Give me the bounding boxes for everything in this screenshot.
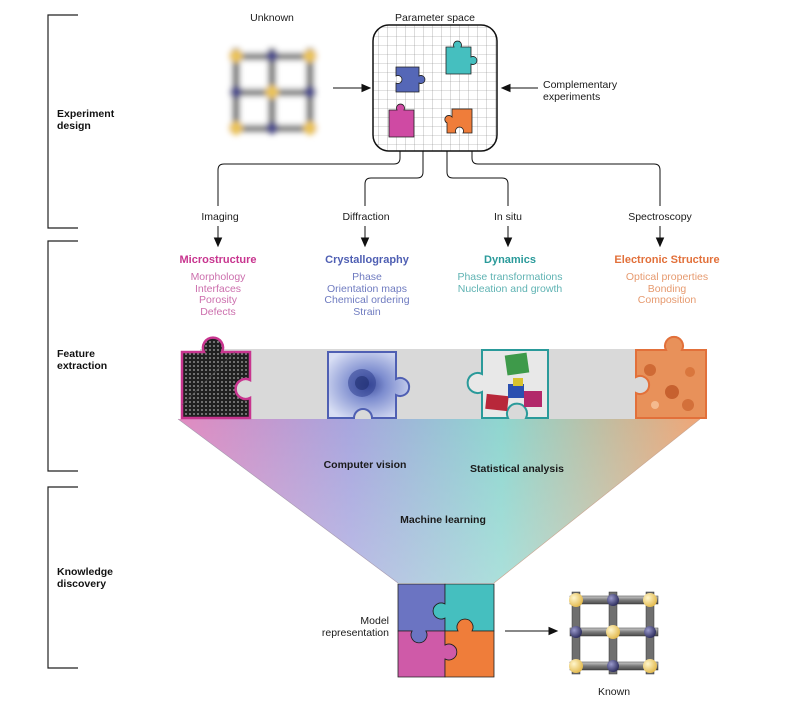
list-item: Defects <box>200 305 236 318</box>
category-microstructure-items: Morphology Interfaces Porosity Defects <box>190 271 246 318</box>
category-microstructure-title: Microstructure <box>179 254 257 266</box>
crystallography-piece <box>327 351 411 419</box>
statistical-analysis-label: Statistical analysis <box>470 463 564 475</box>
list-item: Strain <box>353 305 381 318</box>
list-item: Optical properties <box>625 271 709 283</box>
microstructure-piece <box>180 336 252 420</box>
category-dynamics-items: Phase transformations Nucleation and gro… <box>457 271 563 295</box>
arrow-unknown-to-space <box>333 83 372 93</box>
parameter-space-grid <box>372 24 498 152</box>
model-puzzle <box>397 583 495 678</box>
list-item: Bonding <box>647 282 687 295</box>
electronic-structure-piece <box>635 335 707 419</box>
section-knowledge-discovery: Knowledge discovery <box>57 566 114 590</box>
category-crystallography-title: Crystallography <box>325 254 409 266</box>
method-connectors <box>217 151 661 206</box>
list-item: Composition <box>637 294 697 306</box>
category-crystallography-items: Phase Orientation maps Chemical ordering… <box>324 271 410 318</box>
list-item: Interfaces <box>194 282 242 295</box>
unknown-crystal <box>228 46 320 135</box>
model-representation-label: Model representation <box>321 615 389 639</box>
list-item: Nucleation and growth <box>457 282 563 295</box>
list-item: Porosity <box>199 294 237 306</box>
method-arrows <box>213 226 665 248</box>
computer-vision-label: Computer vision <box>323 459 407 471</box>
complementary-label: Complementary experiments <box>543 79 618 103</box>
section-feature-extraction: Feature extraction <box>57 348 108 372</box>
dynamics-piece <box>466 349 549 419</box>
list-item: Chemical ordering <box>324 294 410 306</box>
section-brackets <box>47 14 78 669</box>
method-imaging: Imaging <box>201 211 239 223</box>
arrow-complementary-to-space <box>500 83 538 93</box>
list-item: Phase transformations <box>457 271 563 283</box>
list-item: Phase <box>352 271 382 283</box>
category-electronic-structure-items: Optical properties Bonding Composition <box>625 271 709 307</box>
arrow-model-to-known <box>505 626 559 636</box>
list-item: Morphology <box>190 271 246 283</box>
unknown-label: Unknown <box>250 12 294 24</box>
method-in-situ: In situ <box>493 211 523 223</box>
category-dynamics-title: Dynamics <box>484 254 536 266</box>
known-label: Known <box>597 686 631 698</box>
parameter-space-label: Parameter space <box>395 12 475 24</box>
list-item: Orientation maps <box>327 282 407 295</box>
section-experiment-design: Experiment design <box>57 108 115 132</box>
feature-band <box>200 349 678 419</box>
category-electronic-structure-title: Electronic Structure <box>614 254 720 266</box>
method-diffraction: Diffraction <box>342 211 390 223</box>
machine-learning-label: Machine learning <box>400 514 486 526</box>
known-crystal <box>569 591 659 675</box>
method-spectroscopy: Spectroscopy <box>628 211 692 223</box>
